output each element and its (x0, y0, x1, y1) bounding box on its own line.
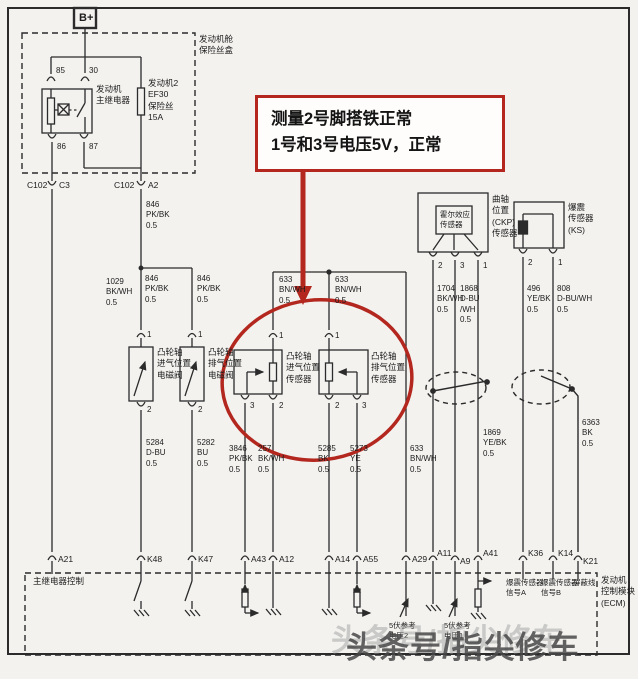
knock-sensor-label: 爆震 传感器 (KS) (568, 202, 594, 235)
ecm-pin-a29: A29 (412, 554, 428, 564)
wiring-lines (51, 189, 554, 552)
relay-pin-85: 85 (56, 66, 65, 75)
fuse-label: 发动机2 EF30 保险丝 15A (148, 78, 179, 123)
ckp-sensor-label: 曲轴 位置 (CKP) 传感器 (492, 194, 518, 239)
ecm-pin-k21: K21 (583, 556, 599, 566)
ckp-sensor-symbols (417, 192, 489, 257)
sensor1-pin3: 3 (250, 401, 255, 410)
ecm-symbols (24, 573, 598, 656)
wire-label-846-main: 846 PK/BK 0.5 (146, 200, 170, 230)
exhaust-solenoid-label: 凸轮轴 排气位置 电磁阀 (208, 347, 243, 380)
wire-label-633-ref: 633 BN/WH 0.5 (410, 444, 437, 474)
wire-label-846-right: 846 PK/BK 0.5 (197, 274, 221, 304)
wire-label-5284: 5284 D-BU 0.5 (146, 438, 166, 468)
wire-label-5273: 5273 YE 0.5 (350, 444, 368, 474)
wire-label-808: 808 D-BU/WH 0.5 (557, 284, 593, 314)
ks-pin1: 1 (558, 258, 563, 267)
ecm-pin-k36: K36 (528, 548, 544, 558)
fuse-box-label: 发动机舱 保险丝盒 (199, 34, 234, 56)
main-relay-label: 发动机 主继电器 (96, 84, 131, 106)
knock-signal-a-label: 爆震传感器 信号A (506, 578, 544, 597)
sensor1-pin1: 1 (279, 331, 284, 340)
sensor2-pin1: 1 (335, 331, 340, 340)
wire-label-1029: 1029 BK/WH 0.5 (106, 277, 133, 307)
solenoid2-pin1: 1 (198, 330, 203, 339)
wire-label-496: 496 YE/BK 0.5 (527, 284, 551, 314)
5v-reference2-label: 5伏参考 电压2 (389, 621, 416, 640)
5v-reference1-label: 5伏参考 电压1 (444, 621, 471, 640)
camshaft-sensor-symbols (233, 349, 369, 395)
wire-label-1868: 1868 D-BU /WH 0.5 (460, 284, 480, 325)
intake-cmp-sensor-label: 凸轮轴 进气位置 传感器 (286, 351, 321, 384)
wire-label-5285: 5285 BK 0.5 (318, 444, 336, 474)
ecm-pin-a14: A14 (335, 554, 351, 564)
ecm-pin-a43: A43 (251, 554, 267, 564)
sensor2-pin3: 3 (362, 401, 367, 410)
cable-shield-symbols (425, 369, 579, 552)
ecm-pin-a21: A21 (58, 554, 74, 564)
sensor1-pin2: 2 (279, 401, 284, 410)
relay-pin-30: 30 (89, 66, 98, 75)
relay-pin-86: 86 (57, 142, 66, 151)
solenoid1-pin2: 2 (147, 405, 152, 414)
camshaft-solenoid-symbols (128, 346, 205, 402)
wire-label-6363: 6363 BK 0.5 (582, 418, 600, 448)
connector-c3: C3 (59, 180, 70, 190)
ecm-module-label: 发动机 控制模块 (ECM) (601, 575, 636, 608)
ckp-pin3: 3 (460, 261, 465, 270)
ecm-pin-arcs (47, 555, 583, 574)
ecm-pin-a11: A11 (437, 548, 452, 558)
ecm-pin-k47: K47 (198, 554, 214, 564)
knock-sensor-symbols (513, 201, 565, 254)
page-border (7, 7, 630, 655)
ckp-pin1: 1 (483, 261, 488, 270)
wire-label-1704: 1704 BK/WH 0.5 (437, 284, 464, 314)
ecm-pin-a12: A12 (279, 554, 295, 564)
ecm-pin-k14: K14 (558, 548, 574, 558)
connector-a2: A2 (148, 180, 159, 190)
wire-label-633-right: 633 BN/WH 0.5 (335, 275, 362, 305)
connector-c102-left: C102 (27, 180, 48, 190)
watermark: 头条号/指尖修车 (346, 630, 580, 665)
shield-wire-label: 屏蔽线 (573, 578, 596, 587)
wire-label-1869: 1869 YE/BK 0.5 (483, 428, 507, 458)
sensor2-pin2: 2 (335, 401, 340, 410)
hall-effect-sensor-label: 霍尔效应 传感器 (440, 210, 470, 229)
connector-c102-right: C102 (114, 180, 135, 190)
solenoid2-pin2: 2 (198, 405, 203, 414)
ecm-pin-a9: A9 (460, 556, 471, 566)
main-relay-control-label: 主继电器控制 (33, 576, 85, 586)
measurement-note-line1: 测量2号脚搭铁正常 (271, 110, 413, 128)
ckp-pin2: 2 (438, 261, 443, 270)
wire-label-633-left: 633 BN/WH 0.5 (279, 275, 306, 305)
measurement-note-line2: 1号和3号电压5V，正常 (271, 135, 442, 154)
fuse-box-symbols (21, 6, 196, 186)
ecm-pin-a55: A55 (363, 554, 379, 564)
knock-signal-b-label: 爆震传感器 信号B (541, 578, 579, 597)
measurement-note-box: 测量2号脚搭铁正常 1号和3号电压5V，正常 (255, 95, 505, 172)
relay-pin-87: 87 (89, 142, 98, 151)
wire-label-257: 257 BK/WH 0.5 (258, 444, 285, 474)
wire-label-5282: 5282 BU 0.5 (197, 438, 215, 468)
ecm-pin-a41: A41 (483, 548, 499, 558)
intake-solenoid-label: 凸轮轴 进气位置 电磁阀 (157, 347, 192, 380)
ks-pin2: 2 (528, 258, 533, 267)
ecm-pin-k48: K48 (147, 554, 163, 564)
wire-label-846-left: 846 PK/BK 0.5 (145, 274, 169, 304)
wire-label-3846: 3846 PK/BK 0.5 (229, 444, 253, 474)
battery-positive-label: B+ (79, 12, 94, 24)
red-annotation-shapes (220, 172, 414, 462)
solenoid1-pin1: 1 (147, 330, 152, 339)
exhaust-cmp-sensor-label: 凸轮轴 排气位置 传感器 (371, 351, 406, 384)
